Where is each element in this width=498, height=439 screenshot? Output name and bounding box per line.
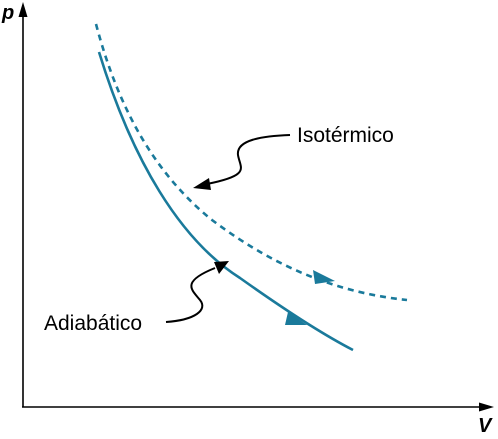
adiabatic-label: Adiabático	[44, 312, 142, 335]
y-axis-label: p	[1, 2, 14, 24]
adiabatic-direction-arrow	[285, 312, 307, 325]
adiabatic-callout-arrowhead	[214, 261, 229, 274]
x-axis-label: V	[478, 415, 493, 437]
x-axis-arrowhead	[479, 402, 494, 412]
adiabatic-curve	[97, 51, 354, 352]
adiabatic-callout-line	[165, 267, 216, 323]
isothermal-direction-arrow	[313, 270, 335, 284]
isothermal-callout-line	[206, 134, 291, 185]
isothermal-callout-arrowhead	[193, 178, 211, 190]
isothermal-curve	[94, 23, 408, 302]
isothermal-label: Isotérmico	[297, 124, 394, 147]
y-axis-arrowhead	[18, 2, 28, 17]
